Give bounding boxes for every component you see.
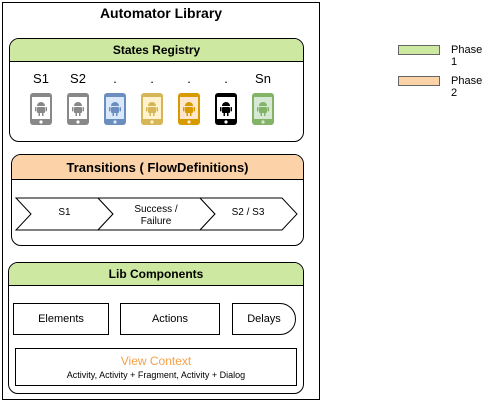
state-label: Sn	[255, 71, 271, 86]
lib-components-title: Lib Components	[9, 263, 303, 286]
android-device-icon	[252, 93, 274, 125]
state-label: .	[150, 71, 154, 86]
state-label: S2	[70, 71, 86, 86]
android-device-icon	[67, 93, 89, 125]
transition-step-2-label: Success / Failure	[134, 204, 178, 227]
legend-phase-2-swatch	[398, 76, 440, 86]
transition-step-3-shape	[198, 197, 298, 231]
legend-phase-1-swatch	[398, 45, 440, 55]
legend-phase-1-label: Phase 1	[451, 44, 483, 68]
transition-step-3-label: S2 / S3	[231, 207, 265, 218]
state-label: .	[224, 71, 228, 86]
transitions-title: Transitions ( FlowDefinitions)	[12, 155, 303, 180]
legend-phase-2-label: Phase 2	[451, 75, 483, 99]
view-context-box: View Context Activity, Activity + Fragme…	[15, 348, 297, 386]
elements-box: Elements	[13, 303, 109, 335]
android-device-icon	[30, 93, 52, 125]
android-device-icon	[215, 93, 237, 125]
state-label: .	[113, 71, 117, 86]
delays-box: Delays	[232, 303, 296, 335]
view-context-title: View Context	[120, 354, 192, 368]
page-title: Automator Library	[99, 5, 223, 21]
transition-step-1-label: S1	[58, 207, 71, 218]
automator-library-frame	[2, 2, 320, 400]
state-label: .	[187, 71, 191, 86]
states-registry-title: States Registry	[10, 39, 303, 62]
actions-box: Actions	[120, 303, 220, 335]
android-device-icon	[141, 93, 163, 125]
android-device-icon	[104, 93, 126, 125]
android-device-icon	[178, 93, 200, 125]
view-context-subtitle: Activity, Activity + Fragment, Activity …	[66, 370, 246, 380]
state-label: S1	[33, 71, 49, 86]
